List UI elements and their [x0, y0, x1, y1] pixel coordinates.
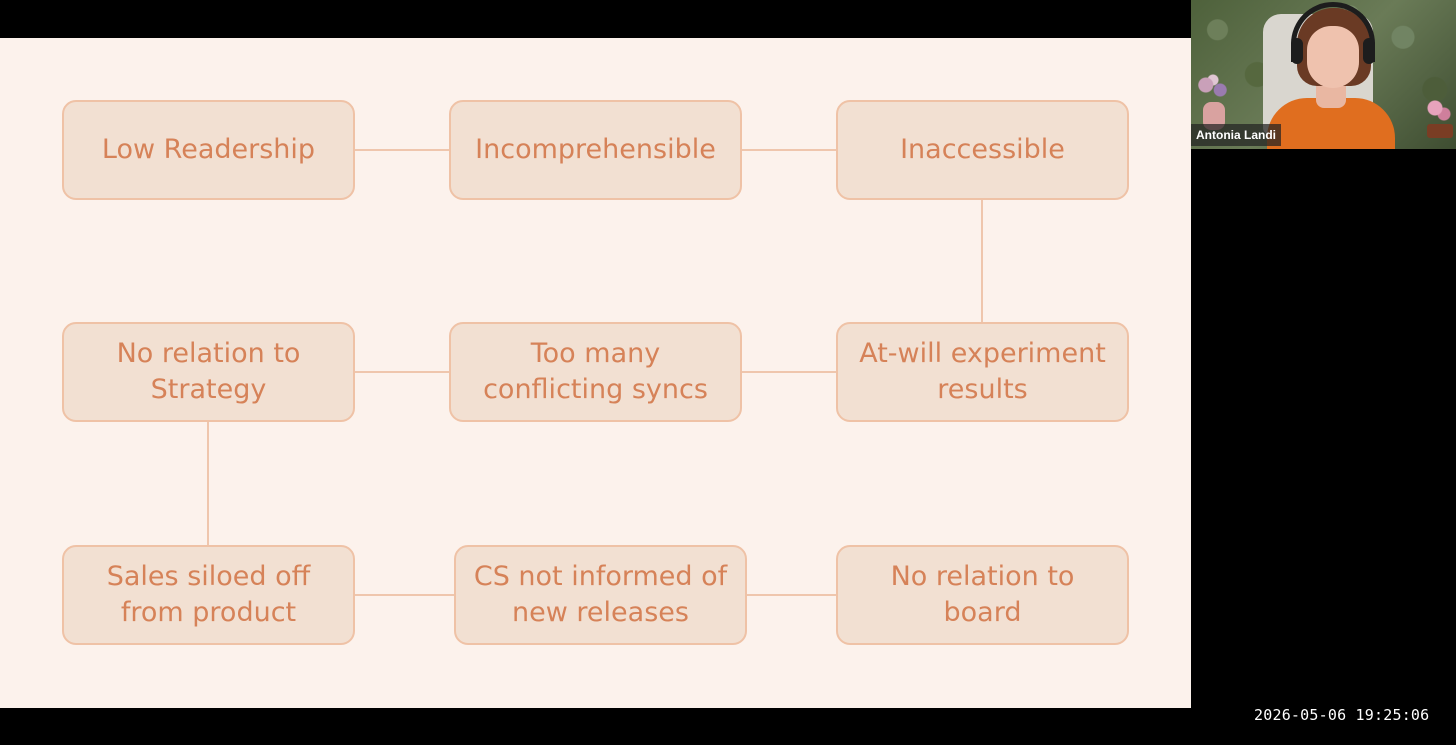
- node-no-relation-to-strategy: No relation to Strategy: [62, 322, 355, 422]
- node-no-relation-to-board: No relation to board: [836, 545, 1129, 645]
- vase: [1203, 102, 1225, 130]
- headphone-cup-left: [1291, 38, 1303, 64]
- participant-name-label: Antonia Landi: [1191, 124, 1281, 146]
- shared-slide: Low Readership Incomprehensible Inaccess…: [0, 38, 1191, 708]
- node-low-readership: Low Readership: [62, 100, 355, 200]
- node-cs-not-informed: CS not informed of new releases: [454, 545, 747, 645]
- recording-timestamp: 2026-05-06 19:25:06: [1254, 706, 1430, 724]
- participant-video-tile[interactable]: Antonia Landi: [1191, 0, 1456, 149]
- node-sales-siloed-off: Sales siloed off from product: [62, 545, 355, 645]
- node-inaccessible: Inaccessible: [836, 100, 1129, 200]
- flow-connectors: [207, 149, 983, 596]
- headphones-icon: [1291, 2, 1375, 62]
- pot: [1427, 124, 1453, 138]
- node-too-many-conflicting-syncs: Too many conflicting syncs: [449, 322, 742, 422]
- headphone-cup-right: [1363, 38, 1375, 64]
- node-incomprehensible: Incomprehensible: [449, 100, 742, 200]
- node-at-will-experiment-results: At-will experiment results: [836, 322, 1129, 422]
- flowers-right: [1423, 96, 1453, 126]
